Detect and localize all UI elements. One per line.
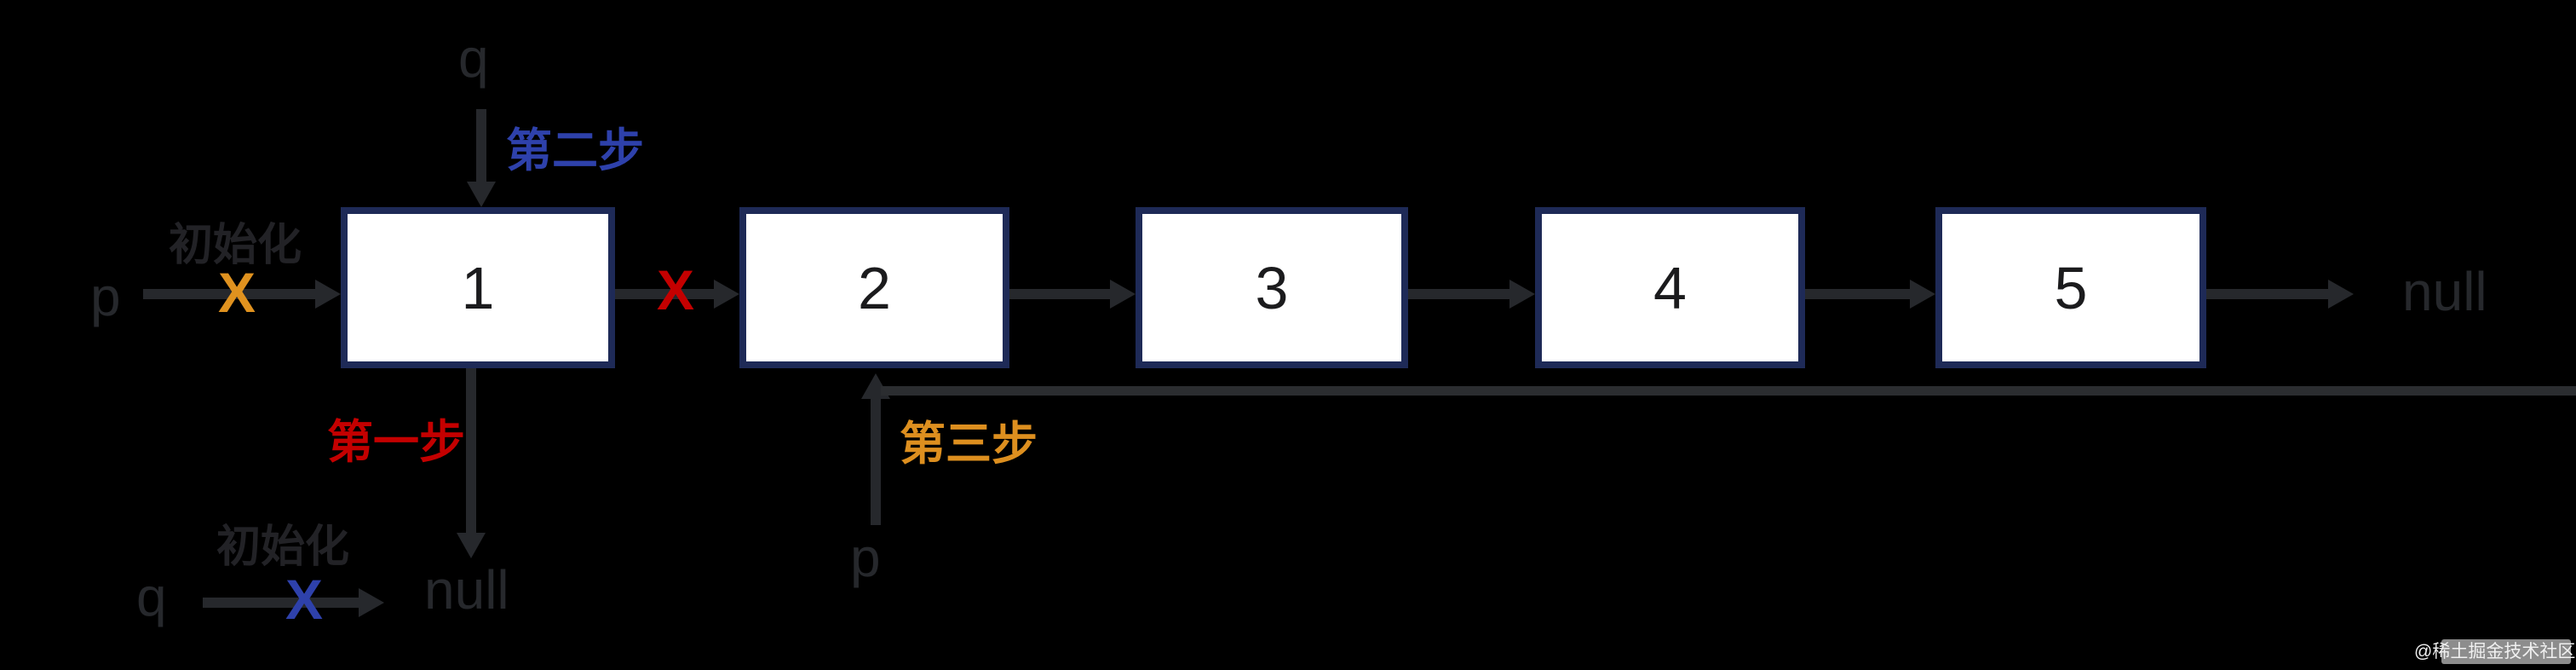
node-value: 1 <box>461 254 495 321</box>
pointer-p-moved-label: p <box>850 527 881 588</box>
step1-label: 第一步 <box>327 417 465 468</box>
arrow-p-up-to-node2 <box>871 397 881 525</box>
list-node-5: 5 <box>1935 207 2206 368</box>
node-value: 5 <box>2054 254 2088 321</box>
arrow-node2-to-node3 <box>1009 289 1112 299</box>
init-label-p: 初始化 <box>169 221 302 270</box>
arrowhead-icon <box>457 533 486 558</box>
arrowhead-icon <box>2328 280 2354 309</box>
step3-label: 第三步 <box>900 419 1038 470</box>
arrowhead-icon <box>315 280 341 309</box>
arrow-p-to-node1 <box>143 289 318 299</box>
node-value: 2 <box>858 254 891 321</box>
arrow-q-down-to-node1 <box>476 109 486 182</box>
arrowhead-icon <box>467 182 496 207</box>
pointer-p-label: p <box>90 266 121 327</box>
arrowhead-icon <box>1910 280 1935 309</box>
cross-mark-step1-icon: X <box>657 258 695 321</box>
arrowhead-icon <box>1509 280 1535 309</box>
cross-mark-step2-icon: X <box>285 568 324 631</box>
pointer-q-label: q <box>458 27 489 89</box>
pointer-q-initial-label: q <box>136 566 167 627</box>
separator-line <box>881 386 2576 396</box>
arrow-node1-down-to-null <box>466 368 476 533</box>
watermark-background <box>2441 639 2571 664</box>
arrow-node5-to-null <box>2206 289 2330 299</box>
null-label-bottom: null <box>424 559 509 621</box>
node-value: 3 <box>1255 254 1289 321</box>
step2-label: 第二步 <box>506 125 644 176</box>
arrow-q-to-null <box>203 598 360 608</box>
arrowhead-icon <box>359 588 384 617</box>
arrow-node4-to-node5 <box>1805 289 1912 299</box>
list-node-3: 3 <box>1136 207 1408 368</box>
list-node-2: 2 <box>739 207 1009 368</box>
list-node-4: 4 <box>1535 207 1805 368</box>
null-label-tail: null <box>2402 261 2487 322</box>
arrowhead-icon <box>1110 280 1136 309</box>
init-label-q: 初始化 <box>216 523 350 572</box>
arrow-node3-to-node4 <box>1408 289 1511 299</box>
node-value: 4 <box>1653 254 1687 321</box>
arrow-node1-to-node2 <box>615 289 716 299</box>
arrowhead-icon <box>714 280 739 309</box>
cross-mark-step3-icon: X <box>218 261 256 324</box>
list-node-1: 1 <box>341 207 615 368</box>
watermark: @稀土掘金技术社区 <box>2414 642 2576 661</box>
